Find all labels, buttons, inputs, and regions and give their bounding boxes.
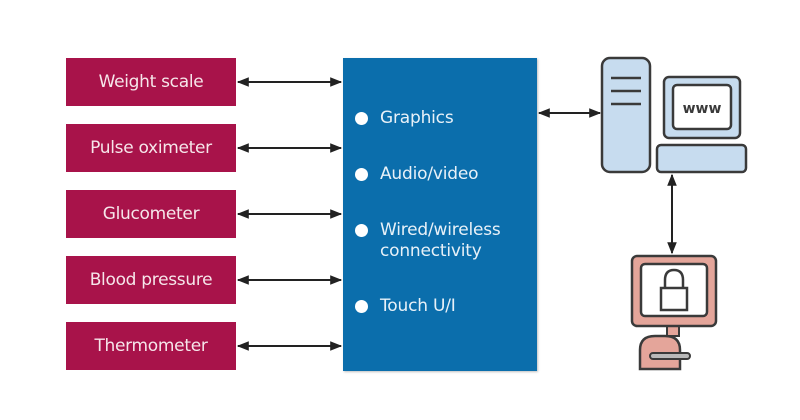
device-label: Glucometer: [102, 204, 200, 224]
feature-touch-ui: Touch U/I: [355, 296, 456, 317]
device-label: Pulse oximeter: [90, 138, 212, 158]
feature-label: Audio/video: [380, 164, 479, 184]
device-weight-scale: Weight scale: [66, 58, 236, 106]
feature-audio-video: Audio/video: [355, 164, 478, 185]
device-thermometer: Thermometer: [66, 322, 236, 370]
feature-label: Wired/wireless connectivity: [380, 220, 501, 261]
bullet-icon: [355, 168, 368, 181]
desktop-computer-icon: www: [655, 75, 748, 174]
bullet-icon: [355, 112, 368, 125]
server-tower-icon: [600, 56, 652, 174]
device-label: Blood pressure: [89, 270, 213, 290]
bullet-icon: [355, 224, 368, 237]
feature-label: Touch U/I: [380, 296, 456, 316]
bullet-icon: [355, 300, 368, 313]
device-label: Thermometer: [94, 336, 208, 356]
feature-connectivity: Wired/wireless connectivity: [355, 220, 535, 262]
hub-processor-block: Graphics Audio/video Wired/wireless conn…: [343, 58, 537, 371]
feature-graphics: Graphics: [355, 108, 454, 129]
feature-label: Graphics: [380, 108, 454, 128]
secure-terminal-icon: [630, 254, 718, 371]
device-glucometer: Glucometer: [66, 190, 236, 238]
www-screen-text: www: [683, 101, 722, 117]
device-blood-pressure: Blood pressure: [66, 256, 236, 304]
device-pulse-oximeter: Pulse oximeter: [66, 124, 236, 172]
lock-icon: [659, 268, 689, 312]
device-label: Weight scale: [98, 72, 204, 92]
